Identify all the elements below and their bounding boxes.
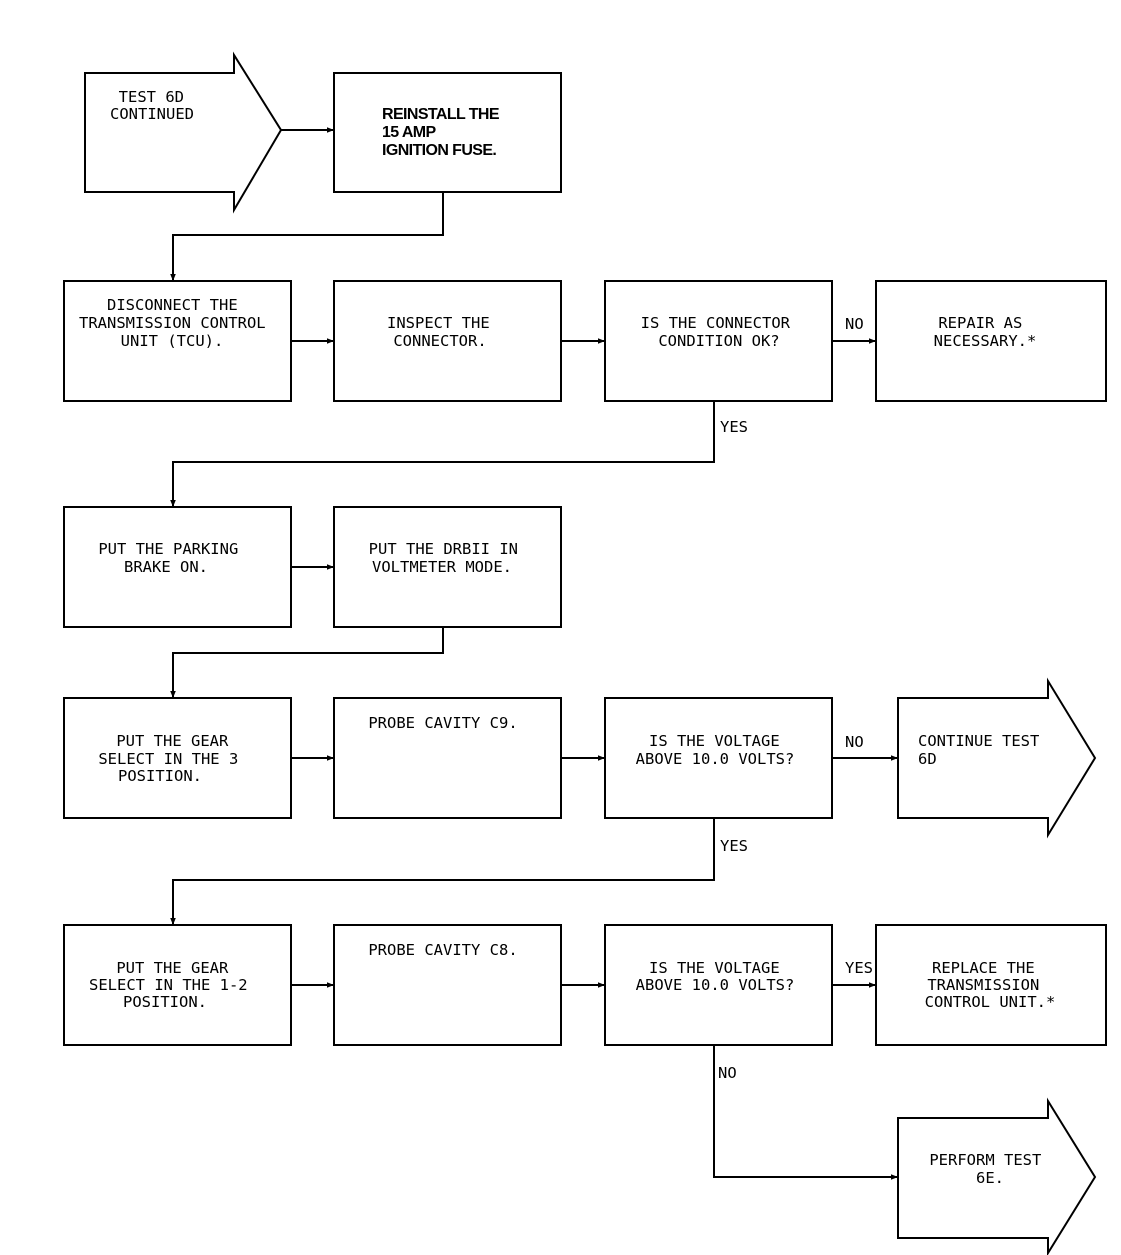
voltage-1-yes-label: YES — [720, 837, 748, 855]
connector-yes-label: YES — [720, 418, 748, 436]
connector — [713, 1045, 898, 1180]
connector-ok-question-text: IS THE CONNECTOR CONDITION OK? — [641, 314, 800, 350]
replace-tcu-box — [875, 924, 1107, 1046]
connector — [170, 627, 444, 698]
voltage-1-no-label: NO — [845, 733, 864, 751]
connector — [170, 818, 715, 925]
voltage-2-no-label: NO — [718, 1064, 737, 1082]
connector-no-label: NO — [845, 315, 864, 333]
inspect-connector-box — [333, 280, 562, 402]
parking-brake-text: PUT THE PARKING BRAKE ON. — [98, 540, 247, 576]
gear-3-text: PUT THE GEAR SELECT IN THE 3 POSITION. — [98, 732, 247, 785]
voltage-2-yes-label: YES — [845, 959, 873, 977]
gear-3-box — [63, 697, 292, 819]
start-label: TEST 6D CONTINUED — [110, 88, 194, 123]
replace-tcu-text: REPLACE THE TRANSMISSION CONTROL UNIT.* — [925, 959, 1056, 1011]
continue-test-arrow-shape — [897, 677, 1097, 839]
parking-brake-box — [63, 506, 292, 628]
voltage-question-1-box — [604, 697, 833, 819]
gear-1-2-text: PUT THE GEAR SELECT IN THE 1-2 POSITION. — [89, 959, 257, 1011]
gear-1-2-box — [63, 924, 292, 1046]
disconnect-tcu-box — [63, 280, 292, 402]
start-arrow-shape — [84, 51, 283, 214]
disconnect-tcu-text: DISCONNECT THE TRANSMISSION CONTROL UNIT… — [79, 296, 275, 350]
reinstall-fuse-box — [333, 72, 562, 193]
probe-c9-text: PROBE CAVITY C9. — [368, 714, 517, 732]
inspect-connector-text: INSPECT THE CONNECTOR. — [387, 314, 499, 350]
probe-c9-box — [333, 697, 562, 819]
continue-test-text: CONTINUE TEST 6D — [918, 732, 1049, 768]
connector — [170, 192, 444, 281]
repair-text: REPAIR AS NECESSARY.* — [934, 314, 1037, 350]
connector — [170, 401, 715, 507]
perform-test-text: PERFORM TEST 6E. — [929, 1151, 1050, 1187]
perform-test-arrow-shape — [897, 1097, 1097, 1255]
voltage-question-2-text: IS THE VOLTAGE ABOVE 10.0 VOLTS? — [636, 959, 795, 994]
voltage-question-1-text: IS THE VOLTAGE ABOVE 10.0 VOLTS? — [636, 732, 795, 768]
repair-box — [875, 280, 1107, 402]
probe-c8-text: PROBE CAVITY C8. — [368, 941, 517, 959]
drbii-voltmeter-box — [333, 506, 562, 628]
reinstall-fuse-text: REINSTALL THE 15 AMP IGNITION FUSE. — [382, 106, 503, 159]
drbii-voltmeter-text: PUT THE DRBII IN VOLTMETER MODE. — [369, 540, 528, 576]
voltage-question-2-box — [604, 924, 833, 1046]
